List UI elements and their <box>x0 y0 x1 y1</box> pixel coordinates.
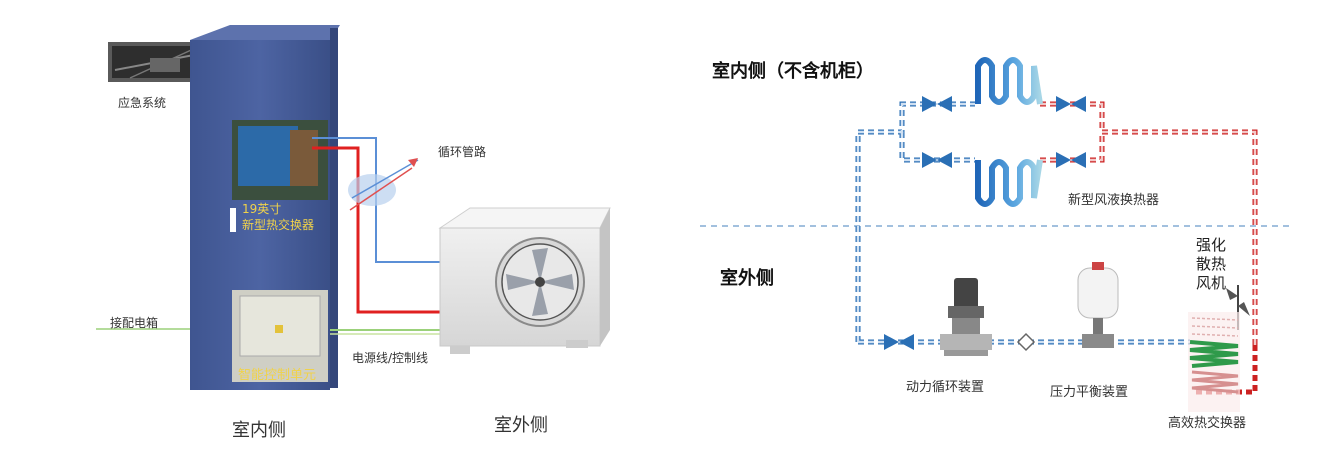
air-liquid-exchanger-bottom <box>975 159 1043 207</box>
fan-label-line2: 散热 <box>1196 255 1227 273</box>
heat-exchanger-label-line2: 新型热交换器 <box>242 218 315 232</box>
indoor-header: 室内侧（不含机柜） <box>712 61 874 82</box>
valve-icon <box>1056 96 1086 112</box>
indoor-cabinet <box>190 25 340 390</box>
pipe-arrow-blue <box>351 159 419 199</box>
fan-label-line1: 强化 <box>1196 236 1227 254</box>
arrow-head <box>408 158 418 167</box>
smart-control-unit-label: 智能控制单元 <box>238 368 317 383</box>
fan-label: 强化 散热 风机 <box>1196 236 1232 293</box>
pump-device <box>940 278 992 356</box>
circulation-pipe-label: 循环管路 <box>438 145 487 159</box>
air-liquid-exchanger-label: 新型风液换热器 <box>1068 193 1160 208</box>
emergency-system-label: 应急系统 <box>118 96 167 110</box>
check-valve-icon <box>1016 332 1036 352</box>
outdoor-side-label: 室外侧 <box>494 415 548 436</box>
valve-icon <box>922 96 952 112</box>
cold-pipe-inner <box>856 102 1190 344</box>
valve-icon <box>922 152 952 168</box>
air-liquid-exchanger-top <box>975 57 1043 105</box>
valve-icon <box>884 334 914 350</box>
outdoor-unit <box>438 207 611 354</box>
hot-pipe-inner <box>1040 102 1257 345</box>
outdoor-header: 室外侧 <box>720 268 774 289</box>
distribution-box-label: 接配电箱 <box>110 316 159 330</box>
efficient-exchanger-label: 高效热交换器 <box>1168 416 1247 431</box>
hot-pipe-line <box>312 146 448 314</box>
cold-pipe-circuit <box>855 101 1190 345</box>
fan-label-line3: 风机 <box>1196 274 1227 292</box>
heat-exchanger-label-line1: 19英寸 <box>242 202 282 216</box>
indoor-side-label: 室内侧 <box>232 420 286 441</box>
valve-icon <box>1056 152 1086 168</box>
expansion-tank <box>1077 262 1119 348</box>
pipe-highlight-ellipse <box>348 174 396 206</box>
power-control-line-label: 电源线/控制线 <box>352 351 429 365</box>
efficient-exchanger-coil <box>1188 312 1240 412</box>
pressure-balance-label: 压力平衡装置 <box>1050 385 1129 400</box>
pipe-arrow-red <box>349 167 413 211</box>
power-circulation-label: 动力循环装置 <box>906 380 985 395</box>
